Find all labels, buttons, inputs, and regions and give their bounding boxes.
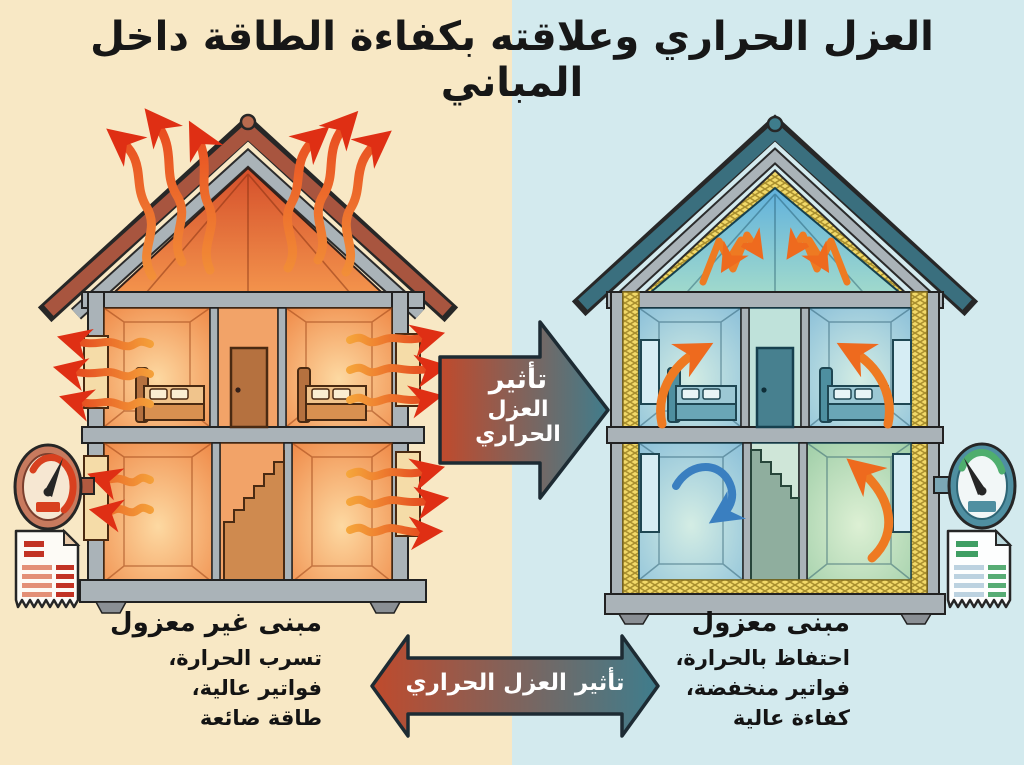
center-arrow-line2: العزل الحراري <box>475 397 561 447</box>
uninsulated-building-heading: مبنى غير معزول <box>110 608 322 638</box>
bottom-arrow-label: تأثير العزل الحراري <box>405 670 625 696</box>
page-title: العزل الحراري وعلاقته بكفاءة الطاقة داخل… <box>90 14 934 106</box>
bill-low-icon <box>946 528 1013 609</box>
thermal-effect-double-arrow-icon <box>370 634 660 738</box>
center-arrow-label: تأثير العزل الحراري <box>445 364 591 447</box>
heat-loss-arrows-icon <box>52 108 450 551</box>
center-arrow-line1: تأثير <box>488 364 548 395</box>
uninsulated-building-line: فواتير عالية، <box>191 676 322 700</box>
uninsulated-building-caption: مبنى غير معزول تسرب الحرارة، فواتير عالي… <box>82 608 322 733</box>
insulated-house-illustration <box>571 114 979 625</box>
insulated-building-heading: مبنى معزول <box>691 608 850 638</box>
bed-icon <box>819 367 889 423</box>
energy-gauge-low-icon <box>933 442 1017 530</box>
bill-high-icon <box>14 528 81 609</box>
thermal-effect-right-arrow-icon <box>438 320 610 500</box>
uninsulated-building-line: تسرب الحرارة، <box>168 646 322 670</box>
bed-icon <box>135 367 205 423</box>
heat-retained-arrows-icon <box>656 227 894 563</box>
uninsulated-house-illustration <box>37 113 459 614</box>
insulated-building-line: فواتير منخفضة، <box>685 676 850 700</box>
uninsulated-building-line: طاقة ضائعة <box>199 706 322 730</box>
insulated-building-line: احتفاظ بالحرارة، <box>675 646 850 670</box>
insulated-building-line: كفاءة عالية <box>732 706 850 730</box>
insulated-building-caption: مبنى معزول احتفاظ بالحرارة، فواتير منخفض… <box>610 608 850 733</box>
energy-gauge-high-icon <box>13 443 95 531</box>
